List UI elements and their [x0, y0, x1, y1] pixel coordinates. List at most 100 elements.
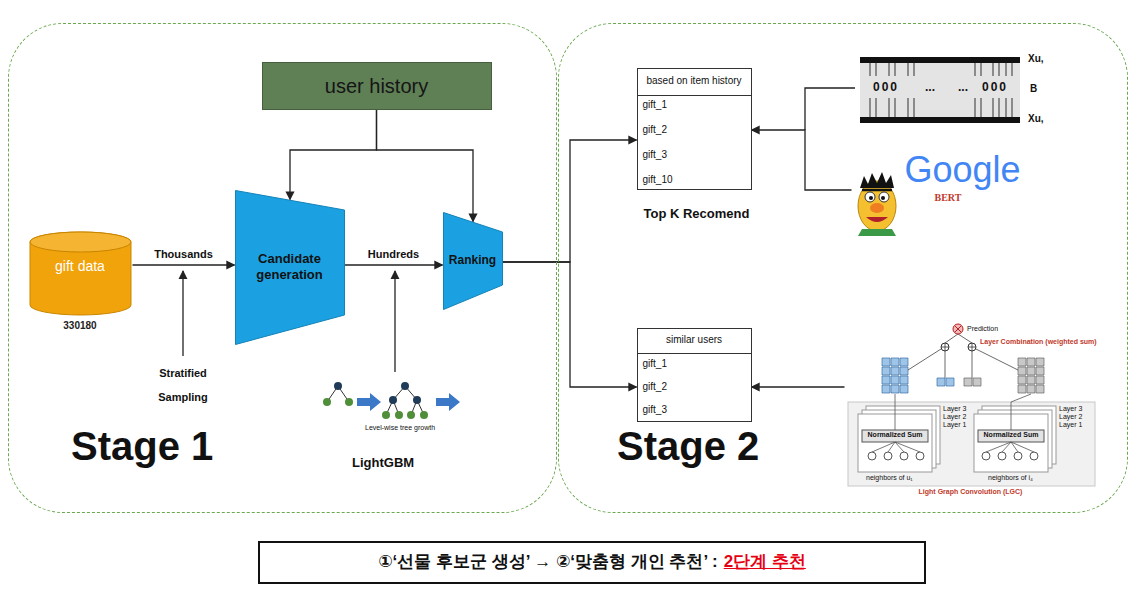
node-text: gift_1 — [643, 99, 667, 111]
muppet-eye — [879, 192, 889, 202]
connector — [752, 130, 852, 190]
divider-line — [638, 95, 751, 96]
figure-label: Normalized Sum — [978, 431, 1044, 439]
tree-node — [334, 382, 342, 390]
figure-label: Layer 1 — [943, 421, 966, 429]
tree-node — [413, 396, 421, 404]
node-text: gift_3 — [643, 404, 667, 416]
figure-label: Layer 2 — [1059, 413, 1082, 421]
connector — [503, 140, 637, 262]
connector — [503, 262, 637, 387]
tree-leaf — [323, 398, 331, 406]
sum-bar — [862, 430, 928, 442]
node-text: Candidate generation — [241, 251, 339, 282]
node-text: gift_3 — [643, 149, 667, 161]
figure-label: Prediction — [967, 325, 998, 333]
node-text: Google — [905, 150, 1021, 190]
figure-label: Stratified Sampling — [152, 361, 214, 409]
tree-leaf — [407, 411, 415, 419]
neighbor-node — [884, 452, 892, 460]
node-text: gift_10 — [643, 174, 673, 186]
muppet-mouth — [866, 217, 888, 222]
figure-label: ... — [925, 80, 935, 94]
node-text: 330180 — [63, 320, 96, 332]
stage-region: Stage 1 user history gift data 330180 Candid… — [8, 23, 557, 513]
graph-links — [872, 394, 1034, 452]
divider-line — [638, 353, 751, 354]
muppet-pupil — [869, 196, 873, 200]
figure-label: Layer 2 — [943, 413, 966, 421]
figure-label: neighbors of i₄ — [988, 474, 1033, 482]
connector — [133, 264, 235, 265]
neighbor-node — [868, 452, 876, 460]
bracket-line — [805, 88, 855, 130]
node-text: BERT — [935, 192, 962, 204]
tree-leaf — [345, 398, 353, 406]
figure-label: Layer 1 — [1059, 421, 1082, 429]
neighbor-node — [1014, 452, 1022, 460]
connector — [345, 264, 443, 265]
cylinder-body — [30, 232, 131, 315]
tree-branch — [386, 386, 424, 415]
list-box: based on item history gift_1 gift_2 gift_3g… — [637, 68, 752, 190]
node-text: based on item history — [646, 75, 741, 87]
cylinder-top — [30, 232, 131, 252]
figure-label: 000 — [873, 80, 899, 94]
figure-label: neighbors of u₁ — [866, 474, 913, 482]
sum-bar — [978, 430, 1044, 442]
sequence-band — [860, 63, 1020, 117]
node-text: gift_2 — [643, 124, 667, 136]
figure-label: Normalized Sum — [862, 431, 928, 439]
embedding-cell — [937, 378, 954, 386]
sequence-bar — [860, 57, 1020, 63]
figure-label: Layer 3 — [1059, 405, 1082, 413]
history-box: user history — [262, 62, 492, 110]
neighbor-node — [998, 452, 1006, 460]
muppet-head — [858, 181, 896, 231]
process-trapezoid: Candidate generation — [235, 190, 345, 345]
node-text: Ranking — [449, 253, 496, 267]
node-text: user history — [325, 74, 428, 98]
database-cylinder: gift data 330180 — [28, 230, 133, 335]
block-arrow — [436, 393, 460, 411]
embedding-stack — [1018, 358, 1044, 393]
leader-arrow — [394, 271, 395, 372]
figure-label: Xu, — [1028, 113, 1044, 125]
node-text: gift data — [55, 258, 106, 276]
embedding-stack — [882, 358, 908, 393]
figure-label: Layer Combination (weighted sum) — [980, 338, 1097, 346]
neighbor-node — [1030, 452, 1038, 460]
block-arrow — [357, 393, 381, 411]
node-text: gift_1 — [643, 358, 667, 370]
embedding-cell — [964, 378, 981, 386]
tree-node — [389, 396, 397, 404]
connector — [290, 110, 377, 200]
edge-label: Hundreds — [366, 248, 421, 261]
muppet-hair — [860, 172, 894, 188]
figure-label: Layer 3 — [943, 405, 966, 413]
node-text: Stage 2 — [617, 426, 759, 466]
sequence-bar — [860, 117, 1020, 123]
cylinder-shape — [28, 230, 133, 335]
figure-label: Level-wise tree growth — [365, 424, 435, 432]
figure-label: Xu, — [1028, 53, 1044, 65]
list-box: similar usersgift_1gift_2gift_3 — [637, 328, 752, 422]
neighbor-node — [916, 452, 924, 460]
prediction-node — [953, 324, 963, 334]
node-text: Light Graph Convolution (LGC) — [845, 488, 1097, 496]
node-text: 2단계 추천 — [724, 552, 806, 572]
stage-region: Stage 2 based on item history gift_1 gift_2… — [558, 23, 1128, 513]
connector — [752, 386, 845, 387]
node-text: Stage 1 — [71, 426, 213, 466]
connector — [377, 110, 474, 222]
figure-label: B — [1030, 83, 1037, 95]
figure-panel: Light Graph Convolution (LGC) — [845, 318, 1097, 513]
lgc-panel — [848, 402, 1095, 486]
node-text: Top K Recomend — [644, 206, 750, 222]
plus-sign — [941, 343, 976, 351]
node-text: similar users — [666, 334, 722, 346]
